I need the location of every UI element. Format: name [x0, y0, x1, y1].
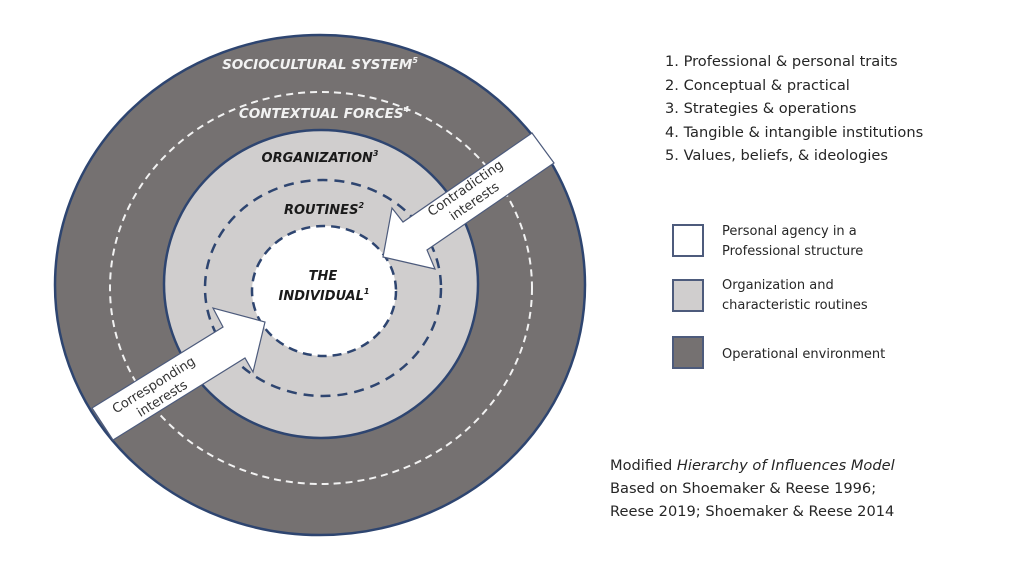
individual-label-line1: THE	[309, 269, 338, 284]
caption: Modified Hierarchy of Influences Model B…	[610, 454, 895, 523]
caption-model-name: Hierarchy of Influences Model	[676, 457, 895, 474]
legend-text: Personal agency in a Professional struct…	[722, 222, 863, 262]
legend-text-line1: Organization and	[722, 278, 834, 293]
levels-key-item: 4. Tangible & intangible institutions	[665, 123, 924, 141]
levels-key-item: 3. Strategies & operations	[665, 100, 857, 117]
caption-line3: Reese 2019; Shoemaker & Reese 2014	[610, 503, 895, 520]
legend-text-line2: characteristic routines	[722, 298, 868, 313]
legend-swatch-dark-gray	[672, 336, 704, 369]
hierarchy-of-influences-diagram: SOCIOCULTURAL SYSTEM5 CONTEXTUAL FORCES4…	[53, 33, 587, 537]
legend-item-organization: Organization and characteristic routines	[672, 276, 972, 316]
levels-key-item: 2. Conceptual & practical	[665, 76, 850, 94]
legend-swatch-light-gray	[672, 279, 704, 312]
levels-key-item: 5. Values, beliefs, & ideologies	[665, 147, 888, 164]
legend-text-line1: Personal agency in a	[722, 224, 857, 239]
legend-text-line2: Professional structure	[722, 244, 864, 259]
legend-swatch-white	[672, 224, 704, 257]
individual-core	[250, 224, 398, 358]
legend-item-personal-agency: Personal agency in a Professional struct…	[672, 224, 972, 259]
legend-text: Organization and characteristic routines	[722, 276, 868, 316]
contextual-forces-label: CONTEXTUAL FORCES4	[239, 105, 410, 122]
caption-prefix: Modified	[610, 457, 677, 474]
individual-label-line2: INDIVIDUAL1	[279, 287, 370, 304]
routines-label: ROUTINES2	[284, 201, 364, 218]
corresponding-interests-arrow	[91, 307, 266, 441]
contextual-forces-boundary	[109, 91, 533, 485]
legend-text-line1: Operational environment	[722, 347, 886, 362]
contradicting-interests-arrow	[382, 132, 555, 270]
caption-line1: Modified Hierarchy of Influences Model	[610, 454, 895, 477]
legend-item-operational-environment: Operational environment	[672, 336, 972, 370]
levels-key-list: 1. Professional & personal traits 2. Con…	[665, 50, 923, 168]
levels-key-item: 1. Professional & personal traits	[665, 53, 898, 70]
caption-line2: Based on Shoemaker & Reese 1996;	[610, 480, 877, 497]
sociocultural-system-label: SOCIOCULTURAL SYSTEM5	[222, 56, 418, 73]
organization-label: ORGANIZATION3	[262, 149, 379, 166]
routines-boundary	[203, 178, 443, 398]
legend-text: Operational environment	[722, 345, 885, 365]
